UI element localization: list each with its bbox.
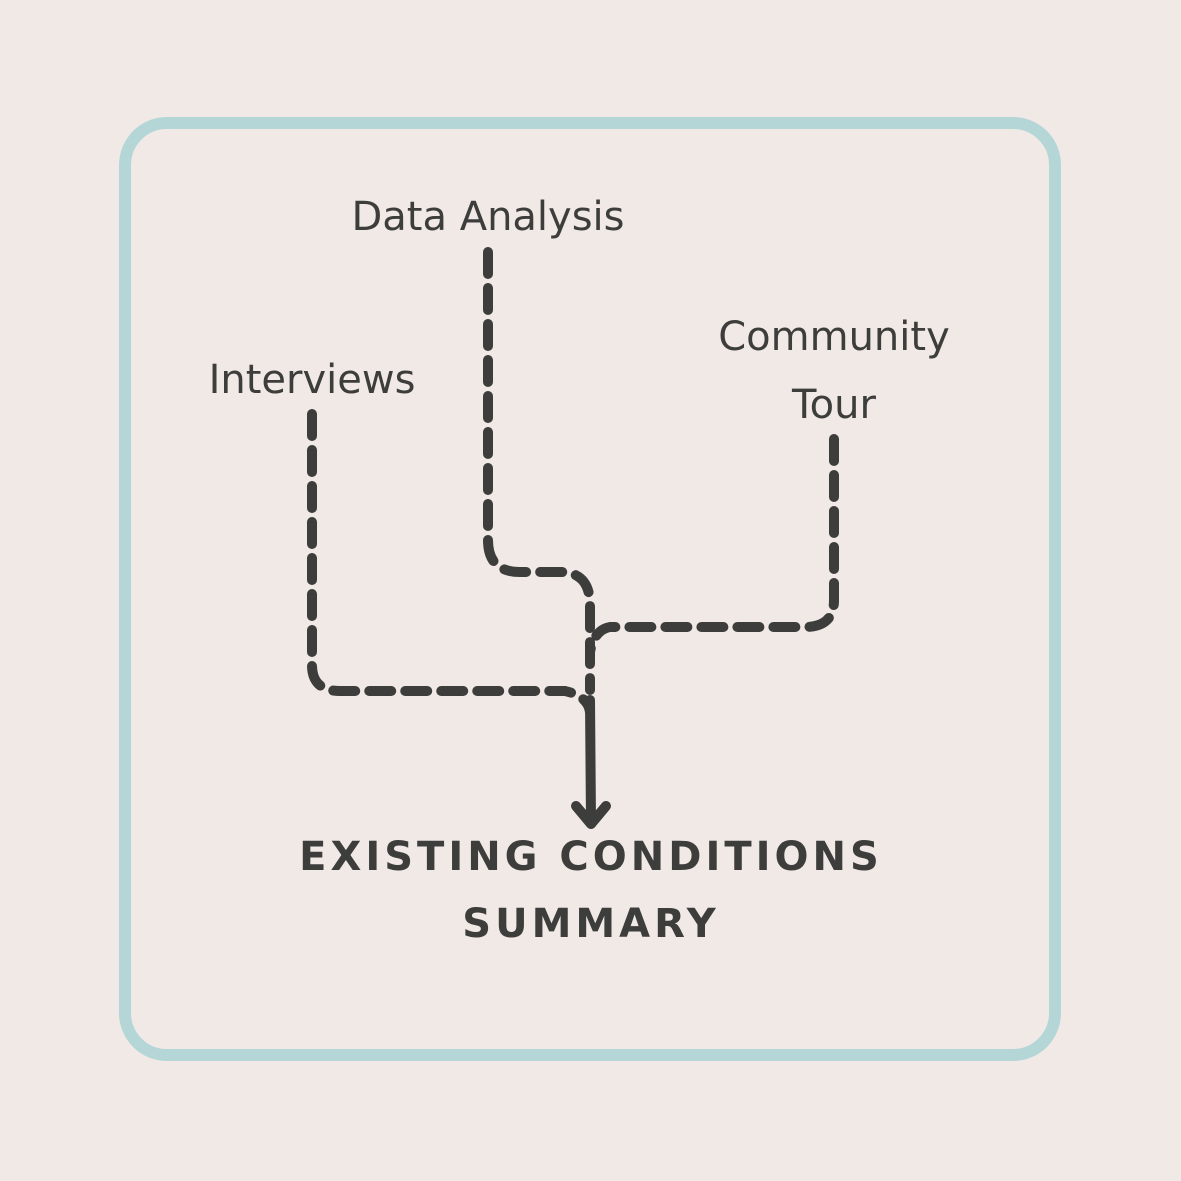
data-analysis-label: Data Analysis [351,194,624,240]
summary-title-line2: SUMMARY [462,901,719,947]
community-tour-connector [585,434,839,657]
interviews-connector [307,409,595,717]
data-analysis-connector [483,247,595,695]
summary-title-line1: EXISTING CONDITIONS [299,834,883,880]
interviews-label: Interviews [209,357,416,403]
community-tour-label-line2: Tour [791,382,876,428]
frame-border [119,117,1061,1061]
community-tour-label-line1: Community [718,314,950,360]
summary-arrow [571,695,611,829]
